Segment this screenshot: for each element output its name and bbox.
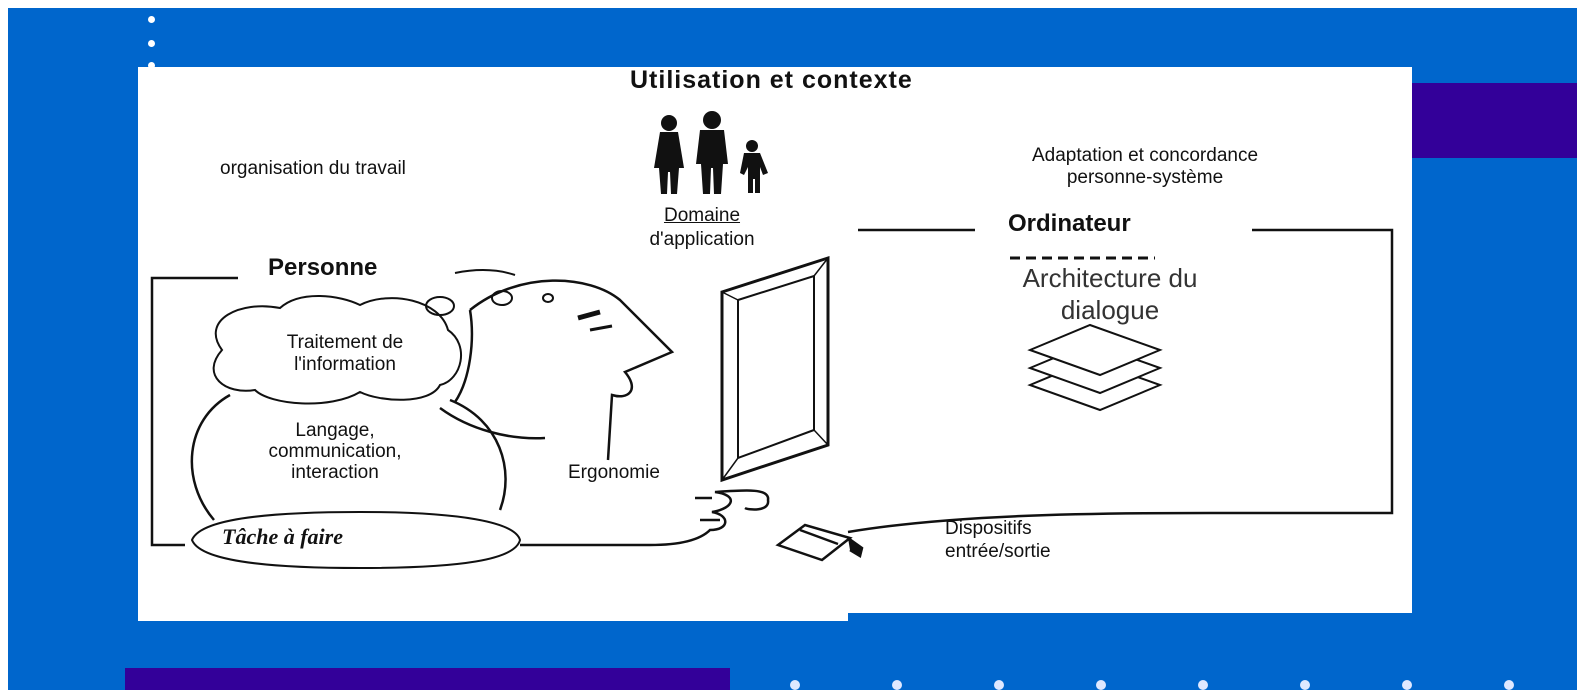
bullet-dot bbox=[148, 16, 155, 23]
stacked-layers-icon bbox=[1027, 323, 1163, 412]
domain-label-line-2: d'application bbox=[649, 229, 755, 250]
domain-label-line-1: Domaine bbox=[663, 205, 741, 226]
task-ellipse bbox=[190, 510, 522, 570]
domain-label: Domaine d'application bbox=[612, 204, 792, 252]
adaptation-label-line-2: personne-système bbox=[1066, 167, 1224, 188]
computer-title: Ordinateur bbox=[1008, 210, 1131, 237]
architecture-label: Architecture du dialogue bbox=[945, 262, 1275, 326]
ergonomics-label: Ergonomie bbox=[568, 462, 660, 483]
monitor-icon bbox=[720, 255, 830, 483]
diagram-left-panel bbox=[138, 67, 848, 621]
info-processing-label: Traitement de l'information bbox=[240, 332, 450, 376]
bottom-dots-row bbox=[770, 676, 1570, 690]
bottom-left-accent-band bbox=[125, 668, 730, 690]
org-label: organisation du travail bbox=[220, 158, 406, 179]
adaptation-label: Adaptation et concordance personne-systè… bbox=[950, 145, 1340, 189]
task-label: Tâche à faire bbox=[222, 524, 343, 549]
adaptation-label-line-1: Adaptation et concordance bbox=[1031, 145, 1259, 166]
head-profile-icon bbox=[190, 279, 675, 521]
bullet-dot bbox=[148, 40, 155, 47]
devices-label: Dispositifs entrée/sortie bbox=[945, 517, 1051, 563]
info-processing-line-2: l'information bbox=[294, 354, 396, 375]
language-line-2: communication, bbox=[268, 441, 402, 462]
family-silhouette-icon bbox=[654, 111, 768, 194]
top-right-accent-band bbox=[1412, 83, 1577, 158]
info-processing-line-1: Traitement de bbox=[286, 332, 404, 353]
person-title: Personne bbox=[268, 254, 378, 281]
architecture-label-line-1: Architecture du bbox=[1022, 263, 1198, 293]
language-line-3: interaction bbox=[291, 462, 379, 483]
architecture-label-line-2: dialogue bbox=[1060, 295, 1160, 325]
language-label: Langage, communication, interaction bbox=[230, 420, 440, 483]
pointing-hand-icon bbox=[520, 489, 770, 547]
diagram-title: Utilisation et contexte bbox=[630, 66, 913, 94]
devices-label-line-2: entrée/sortie bbox=[945, 541, 1051, 562]
mouse-icon bbox=[775, 523, 864, 562]
bullet-dot bbox=[148, 62, 155, 69]
devices-label-line-1: Dispositifs bbox=[945, 518, 1032, 539]
language-line-1: Langage, bbox=[295, 420, 375, 441]
